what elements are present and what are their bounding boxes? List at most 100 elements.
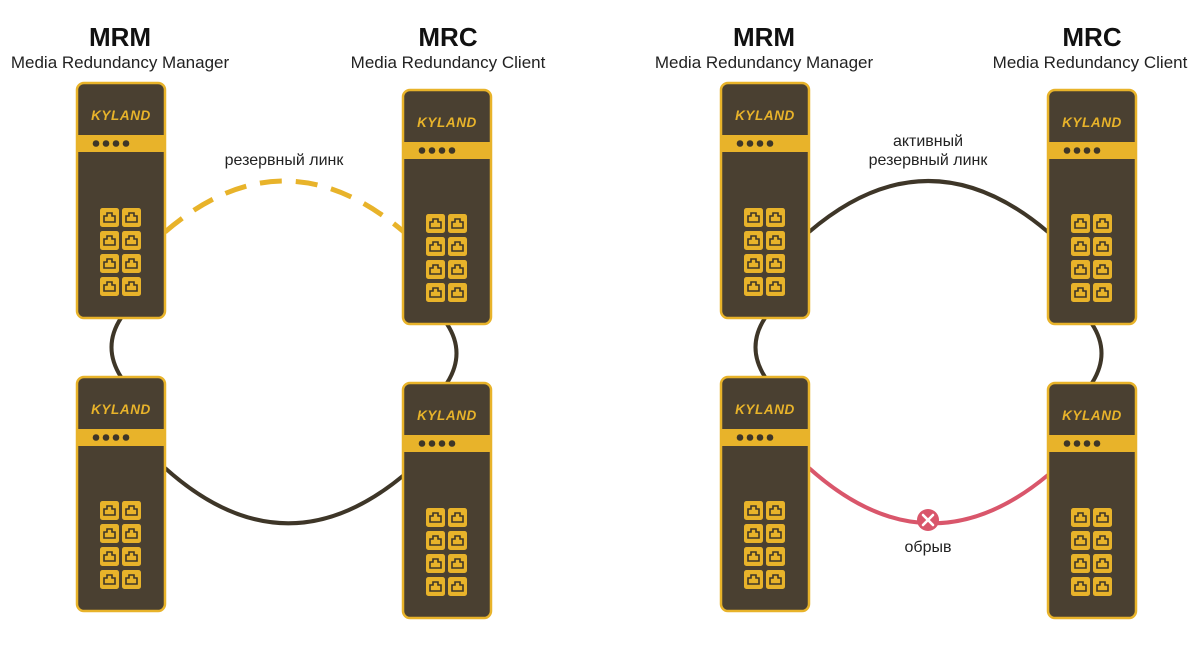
status-led-icon bbox=[1073, 440, 1081, 447]
status-led-icon bbox=[1063, 147, 1071, 154]
ethernet-port-icon bbox=[100, 501, 119, 520]
status-led-strip bbox=[78, 135, 164, 152]
ethernet-port-icon bbox=[448, 554, 467, 573]
left-mrm-subtitle: Media Redundancy Manager bbox=[10, 53, 230, 72]
ethernet-port-icon bbox=[1093, 237, 1112, 256]
ethernet-port-icon bbox=[426, 554, 445, 573]
left-link-mrc-top-bottom bbox=[445, 322, 459, 385]
right-ring-links bbox=[753, 179, 1104, 531]
ethernet-port-icon bbox=[766, 570, 785, 589]
right-mrc-title: MRC bbox=[1062, 22, 1122, 52]
status-led-icon bbox=[102, 434, 110, 441]
ethernet-port-icon bbox=[1093, 260, 1112, 279]
switch-group: KYLAND KYLAND KYLAND KYLAND KYLAND KYLAND KYLA… bbox=[75, 81, 1138, 620]
ethernet-port-icon bbox=[744, 208, 763, 227]
left-link-bottom bbox=[163, 466, 406, 526]
ethernet-port-icon bbox=[426, 577, 445, 596]
switch-right-mrc-top: KYLAND bbox=[1046, 88, 1138, 326]
ethernet-port-icon bbox=[122, 570, 141, 589]
switch-left-mrm-bottom: KYLAND bbox=[75, 375, 167, 613]
ethernet-port-icon bbox=[426, 237, 445, 256]
ethernet-port-icon bbox=[122, 547, 141, 566]
ethernet-port-icon bbox=[100, 254, 119, 273]
kyland-logo: KYLAND bbox=[735, 402, 795, 417]
kyland-logo: KYLAND bbox=[417, 115, 477, 130]
status-led-icon bbox=[1093, 147, 1101, 154]
right-mrm-title: MRM bbox=[732, 22, 796, 52]
ethernet-port-icon bbox=[766, 547, 785, 566]
kyland-logo: KYLAND bbox=[417, 408, 477, 423]
status-led-icon bbox=[418, 440, 426, 447]
break-marker-icon bbox=[917, 509, 939, 531]
ethernet-port-icon bbox=[426, 283, 445, 302]
ethernet-port-icon bbox=[122, 524, 141, 543]
ethernet-port-icon bbox=[1071, 531, 1090, 550]
ethernet-port-icon bbox=[1071, 214, 1090, 233]
switch-right-mrc-bottom: KYLAND bbox=[1046, 381, 1138, 620]
ethernet-port-icon bbox=[448, 508, 467, 527]
ethernet-port-icon bbox=[100, 277, 119, 296]
ethernet-port-icon bbox=[744, 254, 763, 273]
ethernet-port-icon bbox=[100, 231, 119, 250]
right-link-mrm-top-bottom bbox=[753, 316, 767, 379]
ethernet-port-icon bbox=[448, 237, 467, 256]
status-led-icon bbox=[1073, 147, 1081, 154]
ethernet-port-icon bbox=[766, 501, 785, 520]
status-led-strip bbox=[1049, 435, 1135, 452]
ethernet-port-icon bbox=[1093, 577, 1112, 596]
ethernet-port-icon bbox=[1071, 508, 1090, 527]
ethernet-port-icon bbox=[100, 208, 119, 227]
break-label: обрыв bbox=[904, 539, 952, 556]
left-link-mrm-top-bottom bbox=[109, 316, 123, 379]
ethernet-port-icon bbox=[744, 231, 763, 250]
ethernet-port-icon bbox=[122, 208, 141, 227]
left-mrc-title: MRC bbox=[418, 22, 478, 52]
status-led-icon bbox=[122, 140, 130, 147]
kyland-logo: KYLAND bbox=[91, 108, 151, 123]
status-led-icon bbox=[1083, 440, 1091, 447]
status-led-icon bbox=[766, 140, 774, 147]
status-led-icon bbox=[112, 434, 120, 441]
ethernet-port-icon bbox=[744, 547, 763, 566]
status-led-strip bbox=[722, 429, 808, 446]
backup-link-label: резервный линк bbox=[224, 152, 344, 169]
ethernet-port-icon bbox=[1093, 531, 1112, 550]
switch-right-mrm-bottom: KYLAND bbox=[719, 375, 811, 613]
right-mrc-subtitle: Media Redundancy Client bbox=[992, 53, 1188, 72]
status-led-icon bbox=[756, 434, 764, 441]
ethernet-port-icon bbox=[426, 531, 445, 550]
ethernet-port-icon bbox=[766, 524, 785, 543]
right-mrm-subtitle: Media Redundancy Manager bbox=[654, 53, 874, 72]
status-led-icon bbox=[102, 140, 110, 147]
ethernet-port-icon bbox=[426, 260, 445, 279]
ethernet-port-icon bbox=[122, 254, 141, 273]
ethernet-port-icon bbox=[100, 570, 119, 589]
status-led-icon bbox=[92, 140, 100, 147]
active-backup-label-line1: активный bbox=[892, 133, 964, 150]
status-led-icon bbox=[428, 440, 436, 447]
right-link-mrc-top-bottom bbox=[1090, 322, 1104, 385]
ethernet-port-icon bbox=[122, 501, 141, 520]
left-backup-link bbox=[163, 178, 406, 234]
ethernet-port-icon bbox=[766, 254, 785, 273]
status-led-strip bbox=[404, 435, 490, 452]
left-mrm-title: MRM bbox=[88, 22, 152, 52]
kyland-logo: KYLAND bbox=[1062, 115, 1122, 130]
ethernet-port-icon bbox=[1093, 214, 1112, 233]
switch-left-mrc-top: KYLAND bbox=[401, 88, 493, 326]
ethernet-port-icon bbox=[100, 524, 119, 543]
switch-left-mrc-bottom: KYLAND bbox=[401, 381, 493, 620]
ethernet-port-icon bbox=[744, 524, 763, 543]
status-led-icon bbox=[428, 147, 436, 154]
switch-left-mrm-top: KYLAND bbox=[75, 81, 167, 320]
ethernet-port-icon bbox=[1071, 577, 1090, 596]
status-led-strip bbox=[78, 429, 164, 446]
status-led-icon bbox=[746, 140, 754, 147]
right-active-backup-link bbox=[807, 179, 1050, 234]
status-led-icon bbox=[736, 434, 744, 441]
ethernet-port-icon bbox=[100, 547, 119, 566]
status-led-icon bbox=[756, 140, 764, 147]
status-led-icon bbox=[448, 147, 456, 154]
ethernet-port-icon bbox=[1071, 554, 1090, 573]
